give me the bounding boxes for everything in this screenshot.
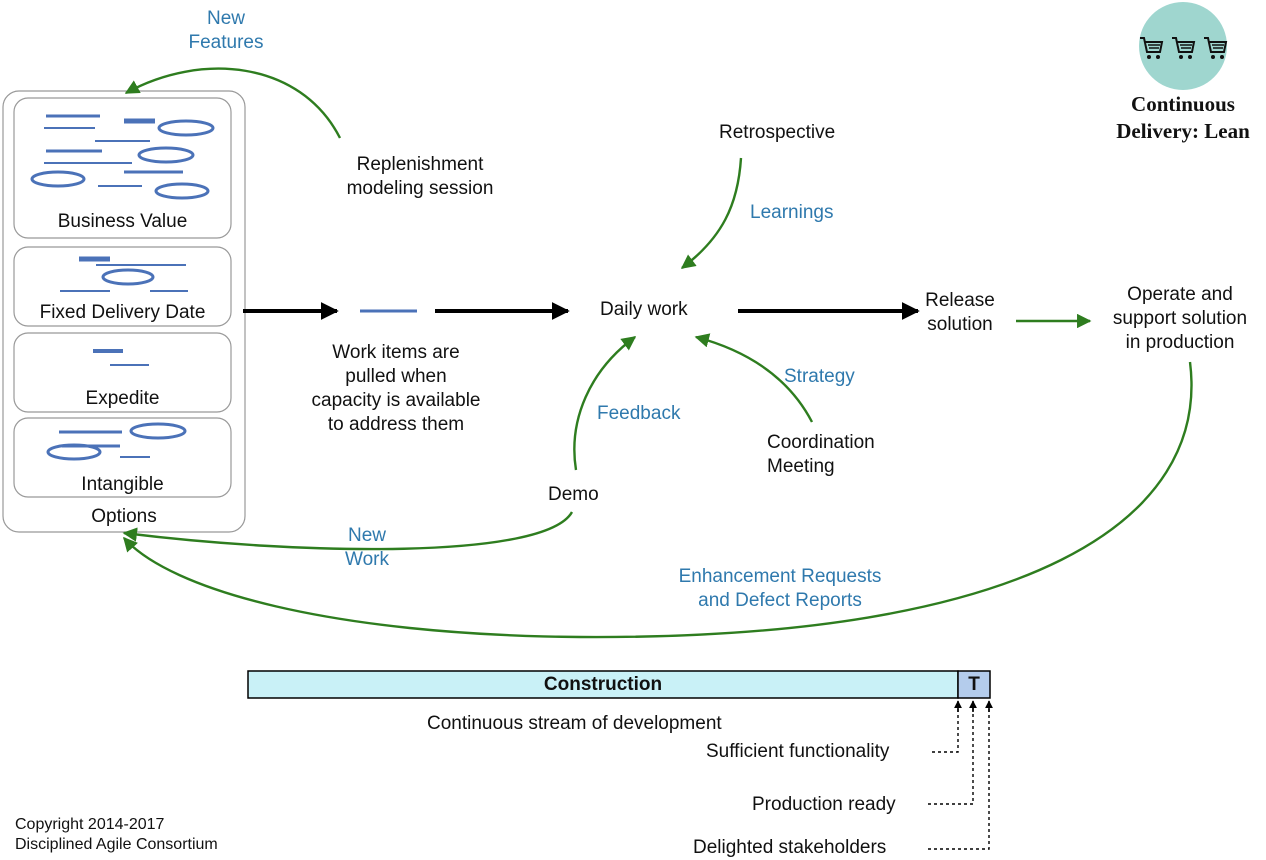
category-intangible: Intangible (81, 474, 164, 495)
new-features-arrow (124, 67, 342, 139)
milestone-delighted-stakeholders: Delighted stakeholders (693, 837, 887, 858)
intangible-items (46, 422, 187, 461)
feedback-label: Feedback (597, 403, 681, 424)
shopping-cart-icon (1140, 37, 1164, 59)
operate-support-node: Operate and support solution in producti… (1112, 284, 1248, 353)
category-expedite: Expedite (85, 388, 160, 409)
feedback-arrow (573, 336, 637, 471)
transition-label: T (968, 674, 980, 695)
retrospective-node: Retrospective (719, 122, 836, 143)
title-line: Delivery: Lean (1116, 119, 1250, 143)
learnings-label: Learnings (750, 202, 834, 223)
continuous-stream-label: Continuous stream of development (427, 713, 722, 734)
replenishment-node: Replenishment modeling session (346, 154, 494, 199)
strategy-arrow (694, 333, 814, 423)
production-ready-connector (928, 702, 974, 805)
business-value-box (13, 97, 232, 239)
sufficient-functionality-connector (932, 702, 959, 753)
construction-label: Construction (543, 674, 663, 695)
enhancement-requests-label: Enhancement Requests and Defect Reports (678, 566, 882, 611)
enhancement-arrow (123, 361, 1193, 639)
delighted-stakeholders-connector (928, 702, 990, 850)
coordination-meeting-node: Coordination Meeting (767, 432, 875, 477)
daily-work-node: Daily work (600, 299, 688, 320)
work-items-node: Work items are pulled when capacity is a… (311, 342, 481, 435)
category-fixed-delivery-date: Fixed Delivery Date (39, 302, 206, 323)
milestone-sufficient-functionality: Sufficient functionality (706, 741, 890, 762)
new-work-arrow (122, 511, 574, 551)
new-work-label: New Work (345, 525, 389, 570)
logo-circle (1139, 2, 1227, 90)
construction-bar (247, 670, 959, 699)
transition-bar (957, 670, 991, 699)
business-value-items (30, 114, 215, 200)
title-line: Continuous (1131, 92, 1235, 116)
expedite-items (93, 349, 149, 366)
demo-node: Demo (548, 484, 599, 505)
shopping-cart-icon (1172, 37, 1196, 59)
learnings-arrow (680, 157, 743, 269)
shopping-cart-icon (1204, 37, 1228, 59)
strategy-label: Strategy (784, 366, 855, 387)
release-solution-node: Release solution (925, 290, 995, 335)
diagram-title: Continuous Delivery: Lean (1093, 91, 1266, 145)
category-business-value: Business Value (57, 211, 188, 232)
fixed-delivery-date-box (13, 246, 232, 327)
new-features-label: New Features (188, 8, 264, 53)
milestone-production-ready: Production ready (752, 794, 896, 815)
expedite-box (13, 332, 232, 413)
fixed-delivery-date-items (60, 256, 188, 292)
options-label: Options (91, 506, 157, 527)
copyright-notice: Copyright 2014-2017 Disciplined Agile Co… (15, 816, 218, 853)
